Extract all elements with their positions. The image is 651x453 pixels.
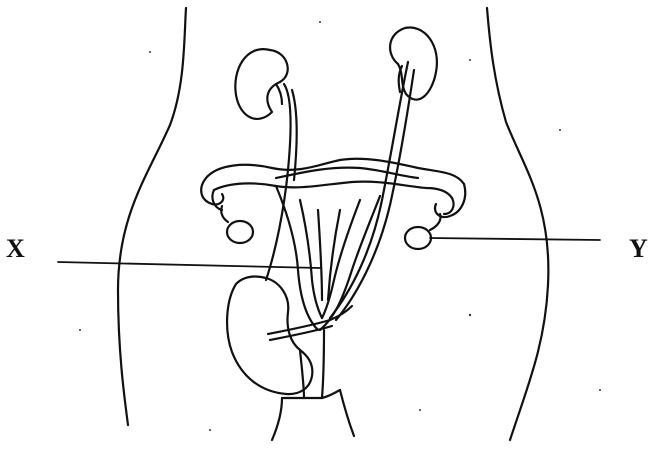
pointer-line-x [58,262,320,268]
uterine-tube-lower [214,182,452,198]
left-ovary [227,221,253,243]
left-ureter-inner [292,90,297,180]
uterine-tube-top [206,159,464,184]
kidney-hilum-left [276,84,282,104]
label-y: Y [629,236,648,262]
vagina-right [322,330,324,398]
pointer-line-y [430,238,600,240]
left-ovary-ligament [221,206,228,222]
uterus-inner-1 [318,210,322,300]
right-ureter [330,62,408,318]
right-fimbria-2 [444,198,454,214]
vaginal-opening-3 [340,390,354,436]
vaginal-opening-5 [322,390,340,398]
body-outline-right [487,8,548,440]
right-ovary [405,227,431,249]
left-kidney [235,49,287,119]
label-x: X [6,236,25,262]
right-kidney [390,28,437,100]
body-outline-left [118,8,186,425]
uterus-inner-2 [328,210,340,300]
bladder [227,276,312,394]
vaginal-opening [272,398,282,440]
scan-speckles [79,21,601,431]
